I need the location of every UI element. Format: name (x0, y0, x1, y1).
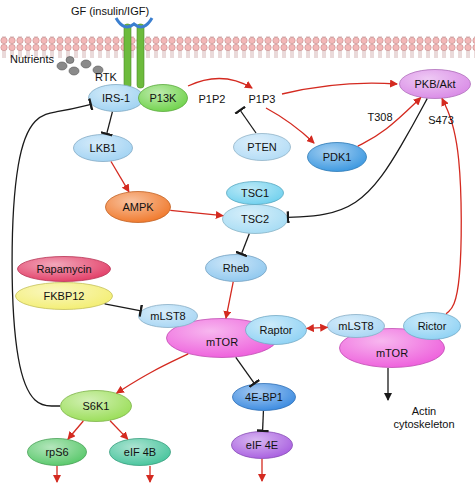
annotation-label: T308 (363, 111, 397, 124)
inhibition-line (236, 357, 255, 383)
protein-node: TSC2 (222, 204, 288, 234)
protein-name: eIF 4B (124, 446, 156, 459)
protein-name: PTEN (247, 141, 276, 154)
inhibition-line (240, 110, 256, 133)
protein-name: S6K1 (83, 400, 110, 413)
protein-node: FKBP12 (15, 282, 113, 310)
activation-arrow (170, 210, 223, 215)
node-outline (16, 283, 113, 310)
protein-node: Rheb (205, 254, 267, 282)
node-outline (233, 384, 296, 411)
node-outline (232, 432, 293, 459)
protein-name: PDK1 (323, 151, 352, 164)
protein-node: mLST8 (138, 304, 198, 328)
protein-name: Rheb (223, 262, 249, 275)
activation-arrow (358, 98, 421, 146)
protein-name: TSC2 (241, 213, 269, 226)
annotation-label: Actin cytoskeleton (382, 405, 466, 431)
node-outline (89, 85, 144, 112)
annotation-label: P1P2 (195, 93, 229, 106)
protein-node: Rapamycin (17, 256, 111, 282)
protein-name: mLST8 (150, 310, 185, 323)
activation-arrow (282, 83, 397, 94)
protein-name: Rapamycin (36, 263, 91, 276)
output-arrow (261, 459, 262, 481)
protein-name: mTOR (376, 347, 408, 360)
annotation-label: S473 (424, 114, 458, 127)
node-outline (74, 135, 133, 162)
node-outline (246, 316, 307, 345)
activation-arrow (111, 161, 129, 191)
annotation-label: GF (insulin/IGF) (55, 5, 165, 18)
protein-name: LKB1 (90, 142, 117, 155)
node-outline (308, 143, 367, 172)
protein-name: mTOR (206, 336, 238, 349)
protein-name: 4E-BP1 (245, 391, 283, 404)
inhibition-line (288, 99, 427, 218)
protein-node: rpS6 (27, 438, 87, 466)
activation-arrow (68, 421, 83, 439)
node-outline (110, 439, 171, 466)
annotation-label: Nutrients (2, 53, 62, 66)
annotation-label: RTK (91, 71, 121, 84)
node-outline (28, 439, 87, 466)
protein-node: IRS-1 (88, 84, 144, 112)
activation-arrow (117, 354, 188, 393)
node-outline (206, 255, 267, 282)
activation-arrow (307, 327, 327, 328)
protein-node: PDK1 (307, 142, 367, 172)
node-outline (223, 205, 288, 234)
output-arrow (56, 466, 57, 482)
node-outline (18, 257, 111, 282)
cell-membrane (0, 36, 475, 58)
node-outline (404, 313, 461, 340)
protein-name: P13K (150, 92, 177, 105)
protein-node: eIF 4E (231, 431, 293, 459)
node-outline (400, 70, 471, 99)
inhibition-line (241, 234, 249, 254)
annotation-label: P1P3 (245, 93, 279, 106)
protein-node: Raptor (245, 315, 307, 345)
protein-node: eIF 4B (109, 438, 171, 466)
pathway-arrows (57, 78, 397, 482)
protein-node: P13K (138, 84, 188, 112)
protein-name: mLST8 (338, 320, 373, 333)
protein-name: IRS-1 (102, 92, 130, 105)
protein-node: mLST8 (327, 314, 385, 338)
protein-node: S6K1 (60, 390, 132, 422)
output-arrow (387, 368, 388, 400)
activation-arrow (110, 421, 128, 439)
node-outline (227, 182, 284, 205)
protein-node: PKB/Akt (399, 69, 471, 99)
inhibition-line (262, 411, 264, 431)
protein-name: Rictor (418, 320, 447, 333)
node-outline (139, 85, 188, 112)
node-outline (106, 192, 171, 223)
node-outline (61, 391, 132, 422)
protein-name: rpS6 (45, 446, 68, 459)
node-outline (328, 315, 385, 338)
inhibition-line (107, 112, 113, 134)
protein-name: PKB/Akt (415, 78, 456, 91)
receptor-symbol (116, 18, 152, 88)
protein-name: Raptor (259, 324, 292, 337)
protein-name: eIF 4E (246, 439, 278, 452)
activation-arrow (442, 99, 461, 314)
node-outline (234, 134, 291, 161)
protein-node: Rictor (403, 312, 461, 340)
protein-node: AMPK (105, 191, 171, 223)
protein-node: TSC1 (226, 181, 284, 205)
conversion-arrow (188, 78, 252, 88)
output-arrow (149, 466, 150, 482)
protein-node: LKB1 (73, 134, 133, 162)
node-outline (139, 305, 198, 328)
activation-arrow (226, 282, 233, 318)
protein-node: PTEN (233, 133, 291, 161)
protein-name: FKBP12 (44, 290, 85, 303)
protein-node: 4E-BP1 (232, 383, 296, 411)
protein-name: TSC1 (241, 187, 269, 200)
protein-name: AMPK (122, 201, 153, 214)
inhibition-line (105, 304, 141, 311)
